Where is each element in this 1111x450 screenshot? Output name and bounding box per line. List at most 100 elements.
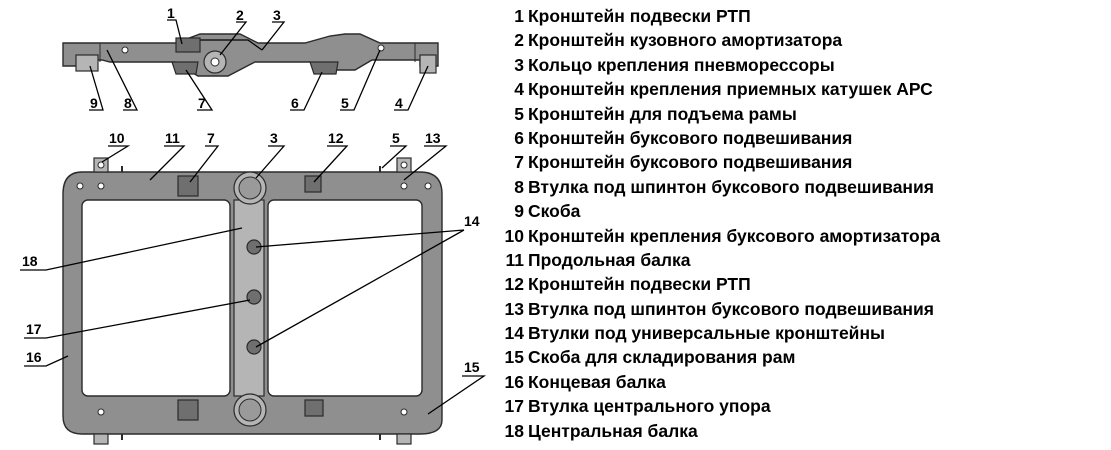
- callout-16: 16: [26, 349, 42, 365]
- legend-number: 10: [504, 225, 524, 246]
- callout-5: 5: [341, 95, 349, 111]
- side-view-damper-hole: [210, 57, 220, 67]
- legend-text: Кольцо крепления пневморессоры: [528, 54, 835, 75]
- callout-14: 14: [464, 213, 480, 229]
- legend-number: 12: [504, 274, 524, 295]
- top-view-hole-br: [400, 408, 408, 416]
- leader-12: [313, 145, 349, 183]
- legend-number: 8: [514, 176, 524, 197]
- leader-5-top: [381, 145, 408, 169]
- top-view-hole-tl2: [97, 182, 105, 190]
- callout-5-top: 5: [392, 130, 400, 146]
- leader-3: [261, 21, 286, 51]
- legend-number: 14: [504, 323, 524, 344]
- leader-7-top: [189, 145, 220, 183]
- top-view-right-opening: [267, 199, 423, 397]
- side-view-bracket-1: [175, 37, 201, 53]
- legend-text: Продольная балка: [528, 249, 691, 270]
- leader-7: [185, 69, 214, 111]
- top-view-hole-tr: [400, 182, 408, 190]
- legend-text: Кронштейн буксового подвешивания: [528, 127, 853, 148]
- top-view-hole-tr2: [424, 182, 432, 190]
- callout-3-top: 3: [270, 130, 278, 146]
- callout-18: 18: [22, 253, 38, 269]
- callout-9: 9: [90, 95, 98, 111]
- legend-number: 2: [514, 30, 524, 51]
- callout-11: 11: [165, 130, 180, 146]
- legend-text: Кронштейн крепления буксового амортизато…: [528, 225, 941, 246]
- legend-text: Кронштейн подвески РТП: [528, 6, 751, 26]
- callout-7: 7: [198, 95, 206, 111]
- side-view-bracket-7: [171, 61, 199, 75]
- top-view-hole-tab-right: [400, 161, 408, 169]
- legend-text: Скоба для складирования рам: [528, 347, 796, 368]
- callout-10: 10: [109, 130, 125, 146]
- side-view-bracket-6: [309, 61, 339, 75]
- legend-number: 13: [504, 298, 524, 319]
- callout-13: 13: [425, 130, 441, 146]
- legend-text: Кронштейн крепления приемных катушек АРС: [528, 79, 933, 100]
- side-view-hole-right: [377, 44, 385, 52]
- top-view-tab-bottom-right: [396, 433, 412, 445]
- top-view-bracket-7: [177, 175, 199, 197]
- top-view-hole-tab-left: [97, 161, 105, 169]
- callout-7-top: 7: [207, 130, 215, 146]
- callout-2: 2: [236, 7, 244, 23]
- legend-number: 3: [514, 54, 524, 75]
- legend-text: Втулки под универсальные кронштейны: [528, 323, 885, 344]
- legend-number: 15: [504, 347, 524, 368]
- leader-17: [24, 299, 251, 339]
- callout-15: 15: [464, 359, 480, 375]
- top-view-bushing-14b: [246, 339, 262, 355]
- legend-text: Центральная балка: [528, 420, 698, 441]
- legend-text: Кронштейн буксового подвешивания: [528, 152, 853, 173]
- top-view: 10 11 7 3 12 5 13 14 18 17 16 15: [20, 130, 487, 445]
- leader-4: [394, 65, 429, 111]
- top-view-bushing-17: [246, 289, 262, 305]
- leader-11: [149, 145, 186, 181]
- top-view-ring-top-inner: [238, 176, 262, 200]
- callout-6: 6: [291, 95, 299, 111]
- legend-number: 7: [514, 152, 524, 173]
- leader-10: [101, 145, 131, 163]
- top-view-ring-bottom-inner: [238, 398, 262, 422]
- leader-14a: [255, 229, 465, 248]
- legend-number: 1: [514, 6, 524, 26]
- top-view-hole-bl: [97, 408, 105, 416]
- frame-drawing: 1 2 3 9 8 7 6 5 4: [20, 5, 487, 445]
- legend-number: 9: [514, 201, 524, 222]
- side-view-bracket-4: [419, 54, 437, 74]
- top-view-tab-bottom-left: [93, 433, 109, 445]
- top-view-bracket-7-bottom: [177, 399, 199, 421]
- leader-14b: [255, 229, 465, 348]
- legend-text: Кронштейн кузовного амортизатора: [528, 30, 843, 51]
- leader-13: [403, 145, 448, 181]
- leader-15: [427, 375, 487, 415]
- legend-text: Скоба: [528, 201, 581, 222]
- callout-3: 3: [273, 7, 281, 23]
- leader-2: [219, 21, 248, 56]
- top-view-bracket-12: [304, 175, 322, 193]
- callout-1: 1: [167, 5, 175, 21]
- legend-number: 4: [514, 79, 524, 100]
- legend-number: 6: [514, 127, 524, 148]
- legend-text: Втулка под шпинтон буксового подвешивани…: [528, 176, 934, 197]
- leader-3-top: [255, 145, 286, 179]
- leader-8: [106, 49, 139, 111]
